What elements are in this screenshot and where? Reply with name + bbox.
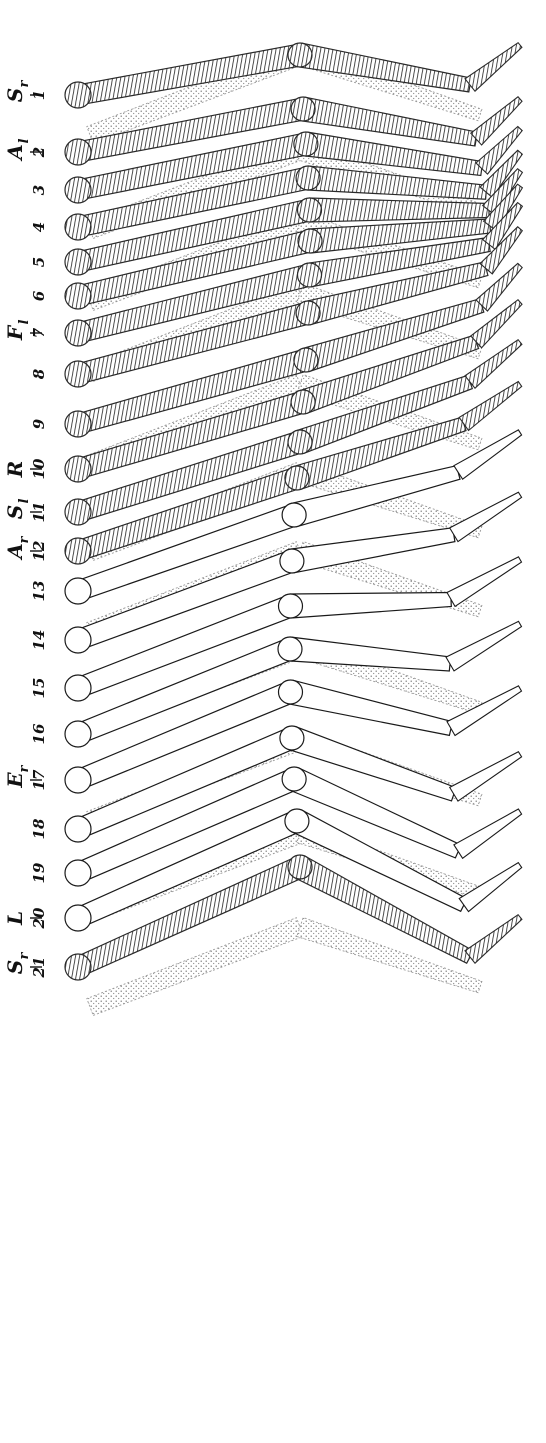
event-marker-letter: L (3, 911, 27, 926)
hip-joint (65, 499, 91, 525)
event-marker-letter: S (3, 960, 27, 974)
frame-number-label: 5 (30, 257, 48, 267)
hip-joint (65, 578, 91, 604)
event-marker-subscript: r (17, 79, 32, 87)
event-marker-subscript: r (17, 764, 32, 772)
frame-number-label: 4 (30, 222, 48, 232)
knee-joint (282, 503, 306, 527)
foot-bone (465, 915, 522, 964)
knee-joint (285, 466, 309, 490)
hip-joint (65, 905, 91, 931)
knee-joint (280, 726, 304, 750)
hip-joint (65, 320, 91, 346)
knee-joint (298, 263, 322, 287)
knee-joint (291, 97, 315, 121)
stippled-thigh-bone (87, 918, 304, 1016)
event-marker-letter: F (3, 324, 27, 341)
hip-joint (65, 177, 91, 203)
event-marker-subscript: l (17, 138, 32, 143)
frame-number-label: 6 (30, 290, 48, 301)
knee-joint (288, 43, 312, 67)
hip-joint (65, 675, 91, 701)
frame-number-label: 18 (30, 818, 48, 839)
knee-joint (288, 855, 312, 879)
foot-bone (450, 492, 522, 541)
foot-bone (447, 686, 522, 736)
limb-frame-1 (65, 43, 522, 108)
event-marker-letter: S (3, 505, 27, 519)
hip-joint (65, 361, 91, 387)
frame-number-label: 16 (30, 723, 48, 744)
shank-bone (290, 528, 455, 573)
knee-joint (296, 301, 320, 325)
hip-joint (65, 721, 91, 747)
knee-joint (278, 680, 302, 704)
knee-joint (296, 166, 320, 190)
foot-bone (465, 43, 522, 91)
hip-joint (65, 456, 91, 482)
hip-joint (65, 816, 91, 842)
hip-joint (65, 139, 91, 165)
foot-bone (447, 557, 522, 607)
hip-joint (65, 767, 91, 793)
frame-number-label: 3 (30, 185, 48, 195)
foot-bone (450, 752, 522, 801)
shank-bone (289, 637, 451, 671)
hip-joint (65, 214, 91, 240)
frame-number-label: 14 (30, 630, 48, 651)
thigh-bone (75, 551, 296, 650)
knee-joint (298, 198, 322, 222)
knee-joint (280, 549, 304, 573)
hip-joint (65, 627, 91, 653)
knee-joint (282, 767, 306, 791)
frame-number-label: 13 (30, 581, 48, 602)
frame-number-label: 9 (30, 418, 48, 429)
knee-joint (291, 390, 315, 414)
frame-number-label: 15 (30, 678, 48, 699)
foot-bone (446, 621, 522, 671)
knee-joint (298, 229, 322, 253)
event-marker-letter: S (3, 88, 27, 102)
event-marker-letter: R (3, 461, 27, 479)
event-marker-subscript: r (17, 535, 32, 543)
knee-joint (278, 594, 302, 618)
event-marker-subscript: l (17, 319, 32, 324)
event-marker-letter: E (3, 772, 27, 789)
hip-joint (65, 283, 91, 309)
hip-joint (65, 538, 91, 564)
hip-joint (65, 82, 91, 108)
limb-frame-21 (65, 855, 522, 980)
knee-joint (294, 132, 318, 156)
knee-joint (278, 637, 302, 661)
foot-bone (454, 809, 522, 858)
hip-joint (65, 411, 91, 437)
hip-joint (65, 954, 91, 980)
hip-joint (65, 249, 91, 275)
knee-joint (294, 348, 318, 372)
frame-number-label: 19 (30, 862, 48, 883)
event-marker-letter: A (3, 144, 27, 162)
frame-number-label: 8 (30, 368, 48, 379)
hip-joint (65, 860, 91, 886)
event-marker-subscript: l (17, 498, 32, 503)
frame-label-layer: 123456789101112131415161718192021SrAlFlR… (3, 79, 48, 978)
event-marker-subscript: r (17, 951, 32, 959)
shank-bone (290, 593, 451, 619)
knee-joint (285, 809, 309, 833)
event-marker-letter: A (3, 543, 27, 561)
knee-joint (288, 430, 312, 454)
